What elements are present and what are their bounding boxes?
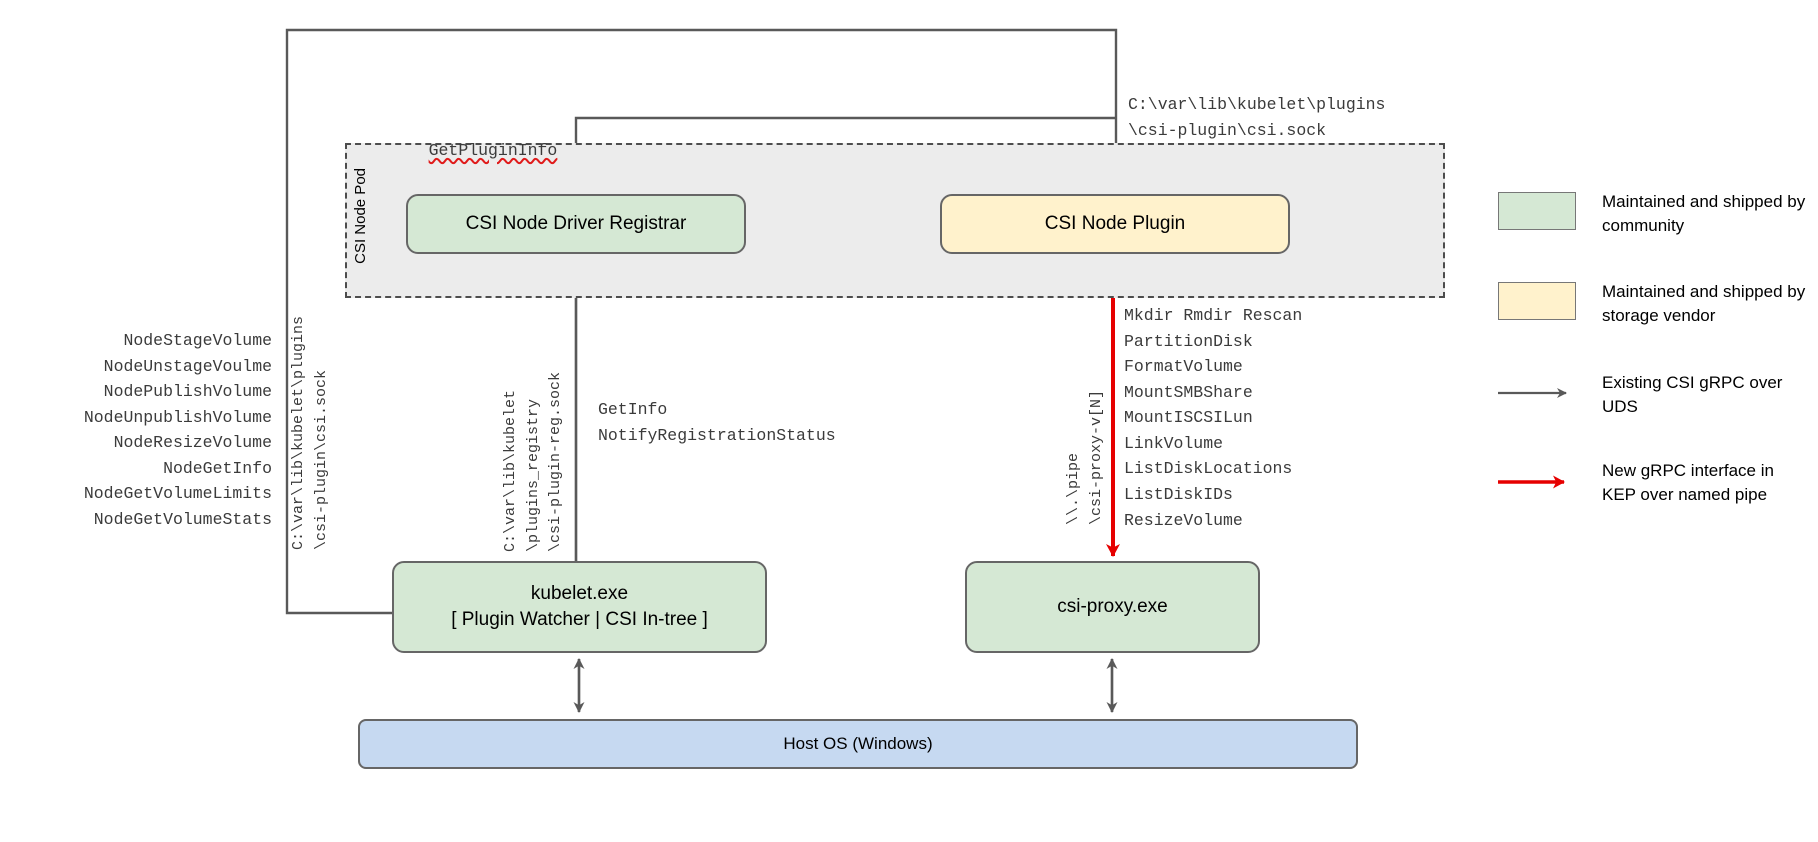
node-label-wrap: kubelet.exe [ Plugin Watcher | CSI In-tr… [451,581,708,632]
label-node-service-calls: NodeStageVolume NodeUnstageVoulme NodePu… [83,331,272,529]
kubelet-line1: kubelet.exe [530,583,629,605]
label-path-kubelet-csi-sock: C:\var\lib\kubelet\plugins \csi-plugin\c… [290,315,330,550]
csi-node-pod-label: CSI Node Pod [352,168,369,264]
legend-label: Maintained and shipped by storage vendor [1602,282,1806,326]
label-csi-sock-path-top: C:\var\lib\kubelet\plugins \csi-plugin\c… [1128,95,1386,140]
legend: Maintained and shipped by community Main… [1498,190,1808,547]
legend-swatch-yellow-icon [1498,282,1576,321]
node-label: CSI Node Plugin [1044,213,1186,235]
node-label: Host OS (Windows) [783,733,933,753]
node-csi-proxy-exe[interactable]: csi-proxy.exe [965,561,1260,653]
label-get-plugin-info-text: GetPluginInfo [428,140,558,160]
label-path-named-pipe: \\.\pipe \csi-proxy-v[N] [1065,389,1105,525]
legend-label: New gRPC interface in KEP over named pip… [1602,460,1774,504]
legend-swatch-green-icon [1498,192,1576,230]
node-csi-node-driver-registrar[interactable]: CSI Node Driver Registrar [406,194,746,254]
legend-arrow-red-icon [1498,473,1576,493]
legend-label: Maintained and shipped by community [1602,192,1806,236]
legend-item-existing-csi-grpc: Existing CSI gRPC over UDS [1498,371,1808,419]
kubelet-line2: [ Plugin Watcher | CSI In-tree ] [451,609,708,630]
label-get-plugin-info: GetPluginInfo [389,112,558,189]
label-registration-calls: GetInfo NotifyRegistrationStatus [598,400,836,445]
legend-item-community: Maintained and shipped by community [1498,190,1808,238]
legend-label: Existing CSI gRPC over UDS [1602,372,1783,416]
legend-item-new-grpc-named-pipe: New gRPC interface in KEP over named pip… [1498,459,1808,507]
node-csi-node-plugin[interactable]: CSI Node Plugin [940,194,1290,254]
label-csi-proxy-api-calls: Mkdir Rmdir Rescan PartitionDisk FormatV… [1124,306,1303,530]
node-host-os[interactable]: Host OS (Windows) [358,719,1358,769]
legend-item-storage-vendor: Maintained and shipped by storage vendor [1498,280,1808,328]
node-label: CSI Node Driver Registrar [465,213,687,235]
node-label: csi-proxy.exe [1057,596,1168,618]
legend-arrow-gray-icon [1498,385,1576,405]
node-kubelet-exe[interactable]: kubelet.exe [ Plugin Watcher | CSI In-tr… [392,561,767,653]
label-path-plugins-registry: C:\var\lib\kubelet \plugins_registry \cs… [502,371,564,552]
